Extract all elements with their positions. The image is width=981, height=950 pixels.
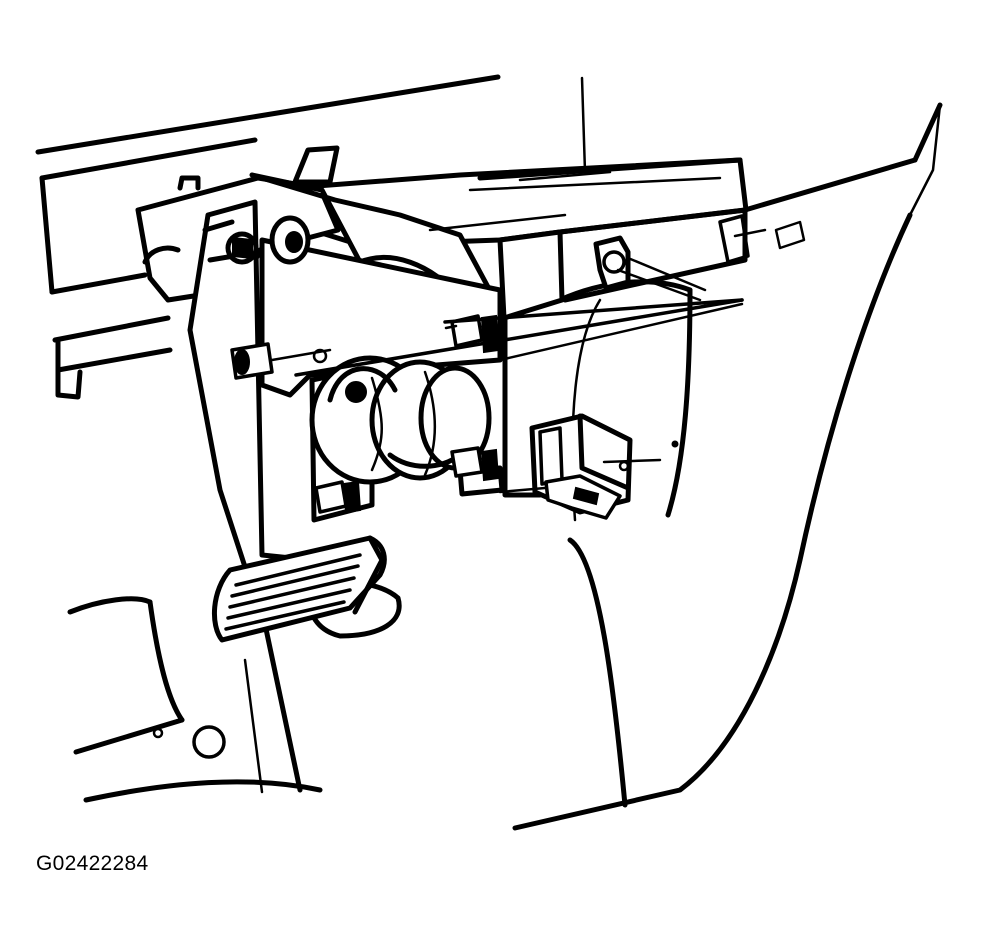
floor-panel (70, 599, 320, 800)
guide-lines (296, 300, 742, 492)
mounting-studs (316, 316, 498, 512)
pedal-bracket (138, 160, 746, 520)
sensor-connector (532, 416, 660, 518)
figure-id-label: G02422284 (36, 852, 149, 875)
mount-tab (596, 216, 765, 300)
stud-lower-left (316, 482, 360, 512)
pedal-pad (214, 538, 399, 640)
pivot-hardware (228, 218, 330, 378)
pedal-sensor-body (312, 358, 489, 482)
stud-lower-right (452, 448, 498, 480)
